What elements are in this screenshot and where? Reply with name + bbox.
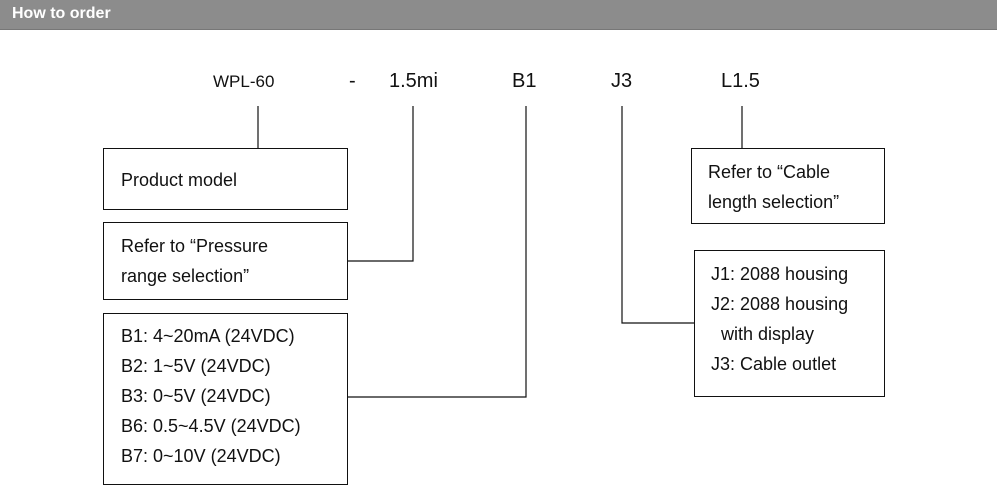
code-output: B1 [512, 70, 537, 92]
cable-length-line-1: Refer to “Cable [708, 162, 831, 182]
housing-line-3: with display [711, 324, 815, 344]
output-signal-box: B1: 4~20mA (24VDC) B2: 1~5V (24VDC) B3: … [103, 313, 348, 485]
housing-line-2: J2: 2088 housing [711, 294, 849, 314]
output-signal-line-4: B6: 0.5~4.5V (24VDC) [121, 416, 301, 436]
connector-pressure [348, 106, 414, 262]
code-dash: - [349, 70, 356, 92]
code-pressure: 1.5mi [389, 70, 438, 92]
connector-output [348, 106, 527, 398]
code-cable: L1.5 [721, 70, 760, 92]
output-signal-line-3: B3: 0~5V (24VDC) [121, 386, 271, 406]
product-model-box: Product model [103, 148, 348, 210]
section-title: How to order [12, 5, 111, 22]
pressure-range-box: Refer to “Pressure range selection” [103, 222, 348, 300]
output-signal-line-1: B1: 4~20mA (24VDC) [121, 326, 295, 346]
cable-length-box: Refer to “Cable length selection” [691, 148, 885, 224]
housing-box: J1: 2088 housing J2: 2088 housing with d… [694, 250, 885, 397]
output-signal-line-5: B7: 0~10V (24VDC) [121, 446, 281, 466]
connector-housing [621, 106, 694, 324]
output-signal-line-2: B2: 1~5V (24VDC) [121, 356, 271, 376]
housing-line-1: J1: 2088 housing [711, 264, 849, 284]
cable-length-line-2: length selection” [708, 192, 840, 212]
housing-line-4: J3: Cable outlet [711, 354, 837, 374]
product-model-line-1: Product model [121, 170, 238, 190]
section-header: How to order [0, 0, 997, 30]
code-housing: J3 [611, 70, 633, 92]
code-model: WPL-60 [213, 72, 275, 91]
pressure-range-line-2: range selection” [121, 266, 250, 286]
pressure-range-line-1: Refer to “Pressure [121, 236, 269, 256]
